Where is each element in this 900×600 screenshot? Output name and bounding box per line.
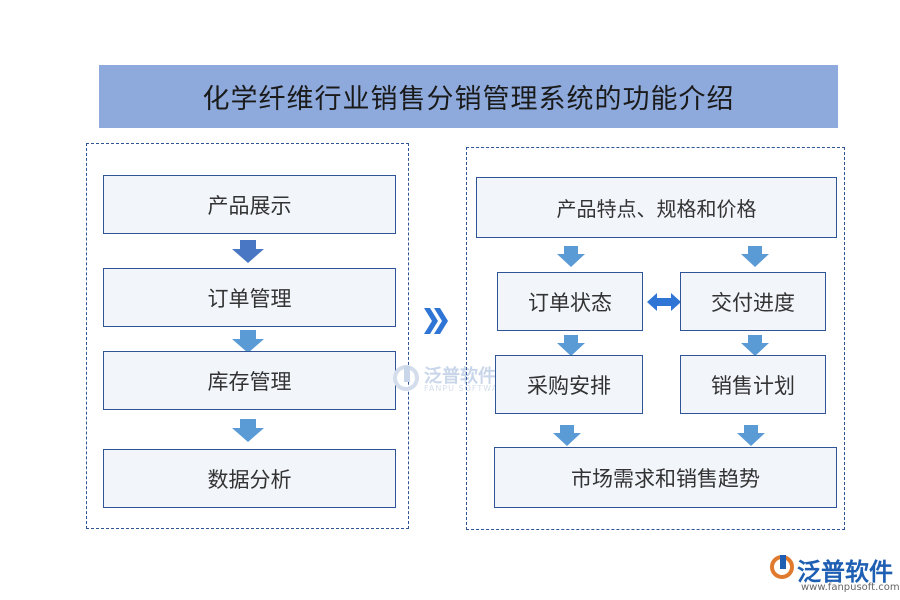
watermark-name: 泛普软件 — [424, 366, 496, 387]
arrow-down-icon — [737, 425, 765, 446]
arrow-down-icon — [232, 330, 264, 353]
logo-url: www.fanpusoft.com — [801, 582, 900, 593]
logo-icon — [393, 365, 419, 391]
logo-icon — [770, 555, 794, 579]
step-data-analysis: 数据分析 — [103, 449, 396, 508]
sales-plan-box: 销售计划 — [680, 355, 826, 414]
right-panel — [466, 147, 845, 530]
arrow-down-icon — [232, 419, 264, 442]
product-features-box: 产品特点、规格和价格 — [476, 177, 837, 238]
order-status-box: 订单状态 — [497, 272, 643, 331]
page-title: 化学纤维行业销售分销管理系统的功能介绍 — [99, 65, 838, 128]
chevron-right-icon — [424, 308, 448, 334]
delivery-progress-box: 交付进度 — [680, 272, 826, 331]
step-order-management: 订单管理 — [103, 268, 396, 327]
arrow-down-icon — [232, 240, 264, 263]
arrow-down-icon — [741, 246, 769, 267]
arrow-down-icon — [557, 335, 585, 356]
arrow-down-icon — [741, 335, 769, 356]
left-panel — [86, 143, 409, 529]
brand-logo: 泛普软件 www.fanpusoft.com — [767, 552, 900, 597]
logo-name: 泛普软件 — [797, 558, 893, 586]
step-inventory-management: 库存管理 — [103, 351, 396, 410]
step-product-display: 产品展示 — [103, 175, 396, 234]
market-demand-box: 市场需求和销售趋势 — [494, 447, 837, 508]
arrow-down-icon — [553, 425, 581, 446]
procurement-box: 采购安排 — [495, 355, 643, 414]
double-arrow-icon — [647, 293, 681, 311]
arrow-down-icon — [557, 246, 585, 267]
